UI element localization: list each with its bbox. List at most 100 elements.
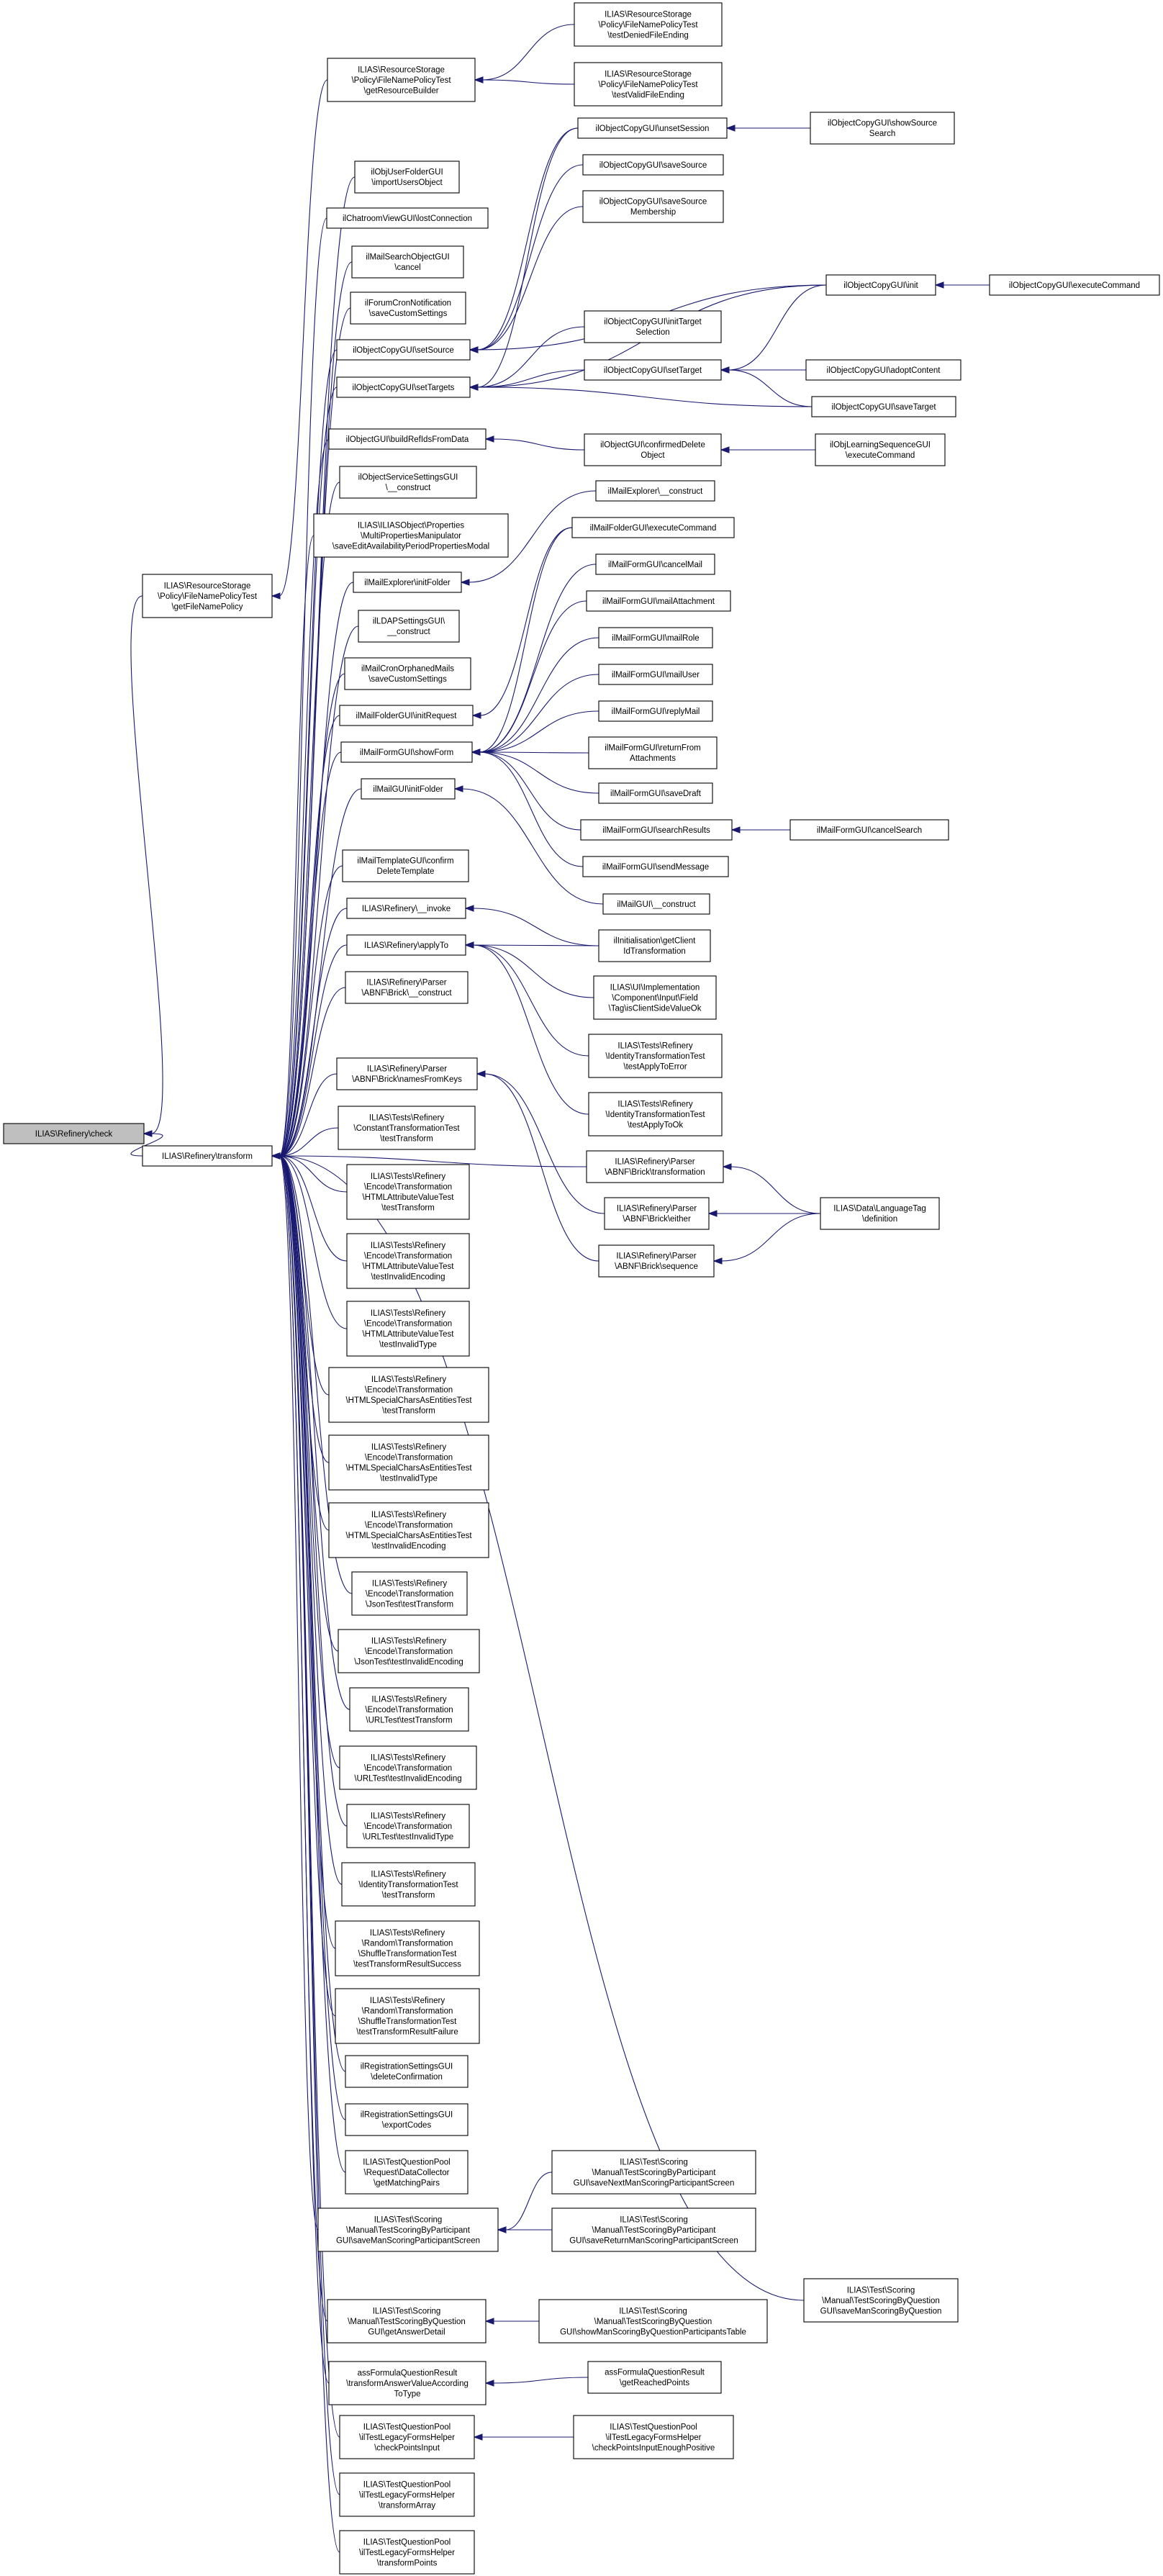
- node-url-invalid-type[interactable]: ILIAS\Tests\Refinery\Encode\Transformati…: [346, 1804, 470, 1848]
- node-get-answer-detail[interactable]: ILIAS\Test\Scoring\Manual\TestScoringByQ…: [327, 2299, 487, 2344]
- node-transform[interactable]: ILIAS\Refinery\transform: [142, 1145, 273, 1167]
- node-set-target[interactable]: ilObjectCopyGUI\setTarget: [584, 359, 722, 381]
- node-execute-command[interactable]: ilObjectCopyGUI\executeCommand: [989, 274, 1160, 296]
- node-url-transform[interactable]: ILIAS\Tests\Refinery\Encode\Transformati…: [349, 1687, 469, 1732]
- node-ls-execute-command[interactable]: ilObjLearningSequenceGUI\executeCommand: [815, 433, 946, 466]
- node-html-attr-transform[interactable]: ILIAS\Tests\Refinery\Encode\Transformati…: [346, 1164, 470, 1220]
- node-transform-points[interactable]: ILIAS\TestQuestionPool\ilTestLegacyForms…: [339, 2530, 475, 2575]
- node-ldap-settings[interactable]: ilLDAPSettingsGUI\__construct: [358, 610, 460, 643]
- node-save-man-scoring-by-question[interactable]: ILIAS\Test\Scoring\Manual\TestScoringByQ…: [803, 2278, 959, 2323]
- node-mail-attachment[interactable]: ilMailFormGUI\mailAttachment: [586, 590, 731, 612]
- node-cancel-search[interactable]: ilMailFormGUI\cancelSearch: [789, 819, 949, 841]
- node-label-line: \ilTestLegacyFormsHelper: [359, 2491, 455, 2500]
- node-check-points-input-enough-positive[interactable]: ILIAS\TestQuestionPool\ilTestLegacyForms…: [573, 2415, 734, 2459]
- node-mail-user[interactable]: ilMailFormGUI\mailUser: [598, 664, 713, 685]
- node-label-line: \JsonTest\testInvalidEncoding: [354, 1658, 463, 1666]
- node-set-source[interactable]: ilObjectCopyGUI\setSource: [336, 339, 471, 361]
- node-shuffle-failure[interactable]: ILIAS\Tests\Refinery\Random\Transformati…: [335, 1988, 480, 2044]
- node-label-line: ilMailFormGUI\sendMessage: [602, 863, 709, 872]
- node-json-transform[interactable]: ILIAS\Tests\Refinery\Encode\Transformati…: [351, 1571, 468, 1616]
- node-tag-is-client-side-value-ok[interactable]: ILIAS\UI\Implementation\Component\Input\…: [593, 975, 717, 1020]
- node-test-denied-file-ending[interactable]: ILIAS\ResourceStorage\Policy\FileNamePol…: [574, 2, 723, 47]
- node-get-resource-builder[interactable]: ILIAS\ResourceStorage\Policy\FileNamePol…: [327, 58, 476, 102]
- node-html-special-invalid-type[interactable]: ILIAS\Tests\Refinery\Encode\Transformati…: [328, 1434, 489, 1491]
- node-label-line: ILIAS\Tests\Refinery: [371, 1870, 445, 1879]
- node-unset-session[interactable]: ilObjectCopyGUI\unsetSession: [577, 117, 728, 139]
- node-mail-gui-init-folder[interactable]: ilMailGUI\initFolder: [361, 778, 456, 800]
- node-transform-array[interactable]: ILIAS\TestQuestionPool\ilTestLegacyForms…: [339, 2472, 475, 2517]
- node-save-next-man-scoring[interactable]: ILIAS\Test\Scoring\Manual\TestScoringByP…: [551, 2150, 756, 2195]
- node-json-invalid-enc[interactable]: ILIAS\Tests\Refinery\Encode\Transformati…: [338, 1629, 480, 1673]
- node-mail-role[interactable]: ilMailFormGUI\mailRole: [598, 627, 713, 648]
- node-identity-apply-to-error[interactable]: ILIAS\Tests\Refinery\IdentityTransformat…: [588, 1034, 723, 1078]
- node-identity-apply-to-ok[interactable]: ILIAS\Tests\Refinery\IdentityTransformat…: [588, 1092, 723, 1136]
- node-reg-delete-confirm[interactable]: ilRegistrationSettingsGUI\deleteConfirma…: [345, 2055, 469, 2088]
- node-url-invalid-enc[interactable]: ILIAS\Tests\Refinery\Encode\Transformati…: [339, 1745, 477, 1790]
- node-html-special-transform[interactable]: ILIAS\Tests\Refinery\Encode\Transformati…: [328, 1367, 489, 1423]
- node-test-valid-file-ending[interactable]: ILIAS\ResourceStorage\Policy\FileNamePol…: [574, 62, 723, 107]
- node-label-line: \Encode\Transformation: [365, 1454, 453, 1463]
- node-mail-folder-init-req[interactable]: ilMailFolderGUI\initRequest: [339, 705, 474, 726]
- node-lost-connection[interactable]: ilChatroomViewGUI\lostConnection: [326, 207, 489, 229]
- node-get-reached-points[interactable]: assFormulaQuestionResult\getReachedPoint…: [587, 2361, 722, 2394]
- node-save-target[interactable]: ilObjectCopyGUI\saveTarget: [811, 396, 956, 417]
- node-brick-construct[interactable]: ILIAS\Refinery\Parser\ABNF\Brick\__const…: [345, 971, 469, 1004]
- node-language-tag-definition[interactable]: ILIAS\Data\LanguageTag\definition: [820, 1197, 940, 1230]
- node-html-special-invalid-enc[interactable]: ILIAS\Tests\Refinery\Encode\Transformati…: [328, 1502, 489, 1558]
- node-obj-service-settings[interactable]: ilObjectServiceSettingsGUI\__construct: [339, 466, 477, 499]
- node-html-attr-invalid-enc[interactable]: ILIAS\Tests\Refinery\Encode\Transformati…: [346, 1233, 470, 1289]
- node-identity-transform[interactable]: ILIAS\Tests\Refinery\IdentityTransformat…: [341, 1862, 476, 1907]
- node-mail-explorer-construct[interactable]: ilMailExplorer\__construct: [595, 480, 715, 502]
- node-mail-cron-orphaned[interactable]: ilMailCronOrphanedMails\saveCustomSettin…: [344, 657, 471, 690]
- node-mail-search-cancel[interactable]: ilMailSearchObjectGUI\cancel: [351, 245, 464, 279]
- node-copy-init[interactable]: ilObjectCopyGUI\init: [825, 274, 936, 296]
- node-shuffle-success[interactable]: ILIAS\Tests\Refinery\Random\Transformati…: [335, 1920, 480, 1976]
- node-apply-to[interactable]: ILIAS\Refinery\applyTo: [346, 934, 466, 956]
- node-show-man-scoring-by-question-table[interactable]: ILIAS\Test\Scoring\Manual\TestScoringByQ…: [538, 2299, 768, 2344]
- node-mail-explorer-init[interactable]: ilMailExplorer\initFolder: [353, 571, 462, 593]
- node-set-targets[interactable]: ilObjectCopyGUI\setTargets: [336, 376, 471, 398]
- node-adopt-content[interactable]: ilObjectCopyGUI\adoptContent: [805, 359, 961, 381]
- node-get-matching-pairs[interactable]: ILIAS\TestQuestionPool\Request\DataColle…: [345, 2150, 469, 2195]
- node-check-points-input[interactable]: ILIAS\TestQuestionPool\ilTestLegacyForms…: [339, 2415, 475, 2459]
- node-names-from-keys[interactable]: ILIAS\Refinery\Parser\ABNF\Brick\namesFr…: [336, 1057, 478, 1090]
- node-transform-answer-value[interactable]: assFormulaQuestionResult\transformAnswer…: [328, 2361, 487, 2405]
- node-save-return-man-scoring[interactable]: ILIAS\Test\Scoring\Manual\TestScoringByP…: [551, 2207, 756, 2252]
- node-save-source[interactable]: ilObjectCopyGUI\saveSource: [582, 154, 724, 176]
- node-label-line: \URLTest\testInvalidType: [363, 1832, 453, 1841]
- node-save-man-scoring-part[interactable]: ILIAS\Test\Scoring\Manual\TestScoringByP…: [317, 2207, 499, 2252]
- node-label-line: ILIAS\Test\Scoring: [619, 2307, 687, 2315]
- node-show-form[interactable]: ilMailFormGUI\showForm: [340, 741, 473, 763]
- node-label-line: \Request\DataCollector: [364, 2169, 450, 2177]
- node-invoke[interactable]: ILIAS\Refinery\__invoke: [346, 898, 466, 919]
- node-get-client-id-transform[interactable]: ilInitialisation\getClientIdTransformati…: [598, 929, 711, 962]
- node-label-line: ILIAS\Tests\Refinery: [369, 1113, 444, 1122]
- edge-language-tag-definition-to-brick-either: [707, 1210, 820, 1217]
- node-save-edit-avail[interactable]: ILIAS\ILIASObject\Properties\MultiProper…: [313, 513, 509, 558]
- node-send-message[interactable]: ilMailFormGUI\sendMessage: [582, 856, 729, 877]
- node-label-line: \Manual\TestScoringByParticipant: [592, 2169, 717, 2177]
- node-forum-cron[interactable]: ilForumCronNotification\saveCustomSettin…: [350, 292, 466, 325]
- node-get-file-name-policy[interactable]: ILIAS\ResourceStorage\Policy\FileNamePol…: [142, 574, 273, 618]
- node-const-transform[interactable]: ILIAS\Tests\Refinery\ConstantTransformat…: [338, 1106, 476, 1150]
- node-cancel-mail[interactable]: ilMailFormGUI\cancelMail: [595, 553, 715, 575]
- node-reg-export-codes[interactable]: ilRegistrationSettingsGUI\exportCodes: [345, 2103, 469, 2136]
- node-brick-either[interactable]: ILIAS\Refinery\Parser\ABNF\Brick\either: [604, 1197, 710, 1230]
- node-brick-sequence[interactable]: ILIAS\Refinery\Parser\ABNF\Brick\sequenc…: [598, 1244, 715, 1278]
- node-root[interactable]: ILIAS\Refinery\check: [3, 1123, 145, 1144]
- node-brick-transformation[interactable]: ILIAS\Refinery\Parser\ABNF\Brick\transfo…: [586, 1150, 724, 1183]
- node-build-ref-ids[interactable]: ilObjectGUI\buildRefIdsFromData: [328, 428, 487, 450]
- node-save-draft[interactable]: ilMailFormGUI\saveDraft: [598, 782, 713, 804]
- node-mail-gui-construct[interactable]: ilMailGUI\__construct: [602, 893, 710, 915]
- node-html-attr-invalid-type[interactable]: ILIAS\Tests\Refinery\Encode\Transformati…: [346, 1301, 470, 1357]
- node-mail-folder-exec-cmd[interactable]: ilMailFolderGUI\executeCommand: [571, 517, 735, 538]
- node-reply-mail[interactable]: ilMailFormGUI\replyMail: [598, 700, 713, 722]
- node-import-users-object[interactable]: ilObjUserFolderGUI\importUsersObject: [354, 161, 460, 194]
- node-search-results[interactable]: ilMailFormGUI\searchResults: [580, 819, 733, 841]
